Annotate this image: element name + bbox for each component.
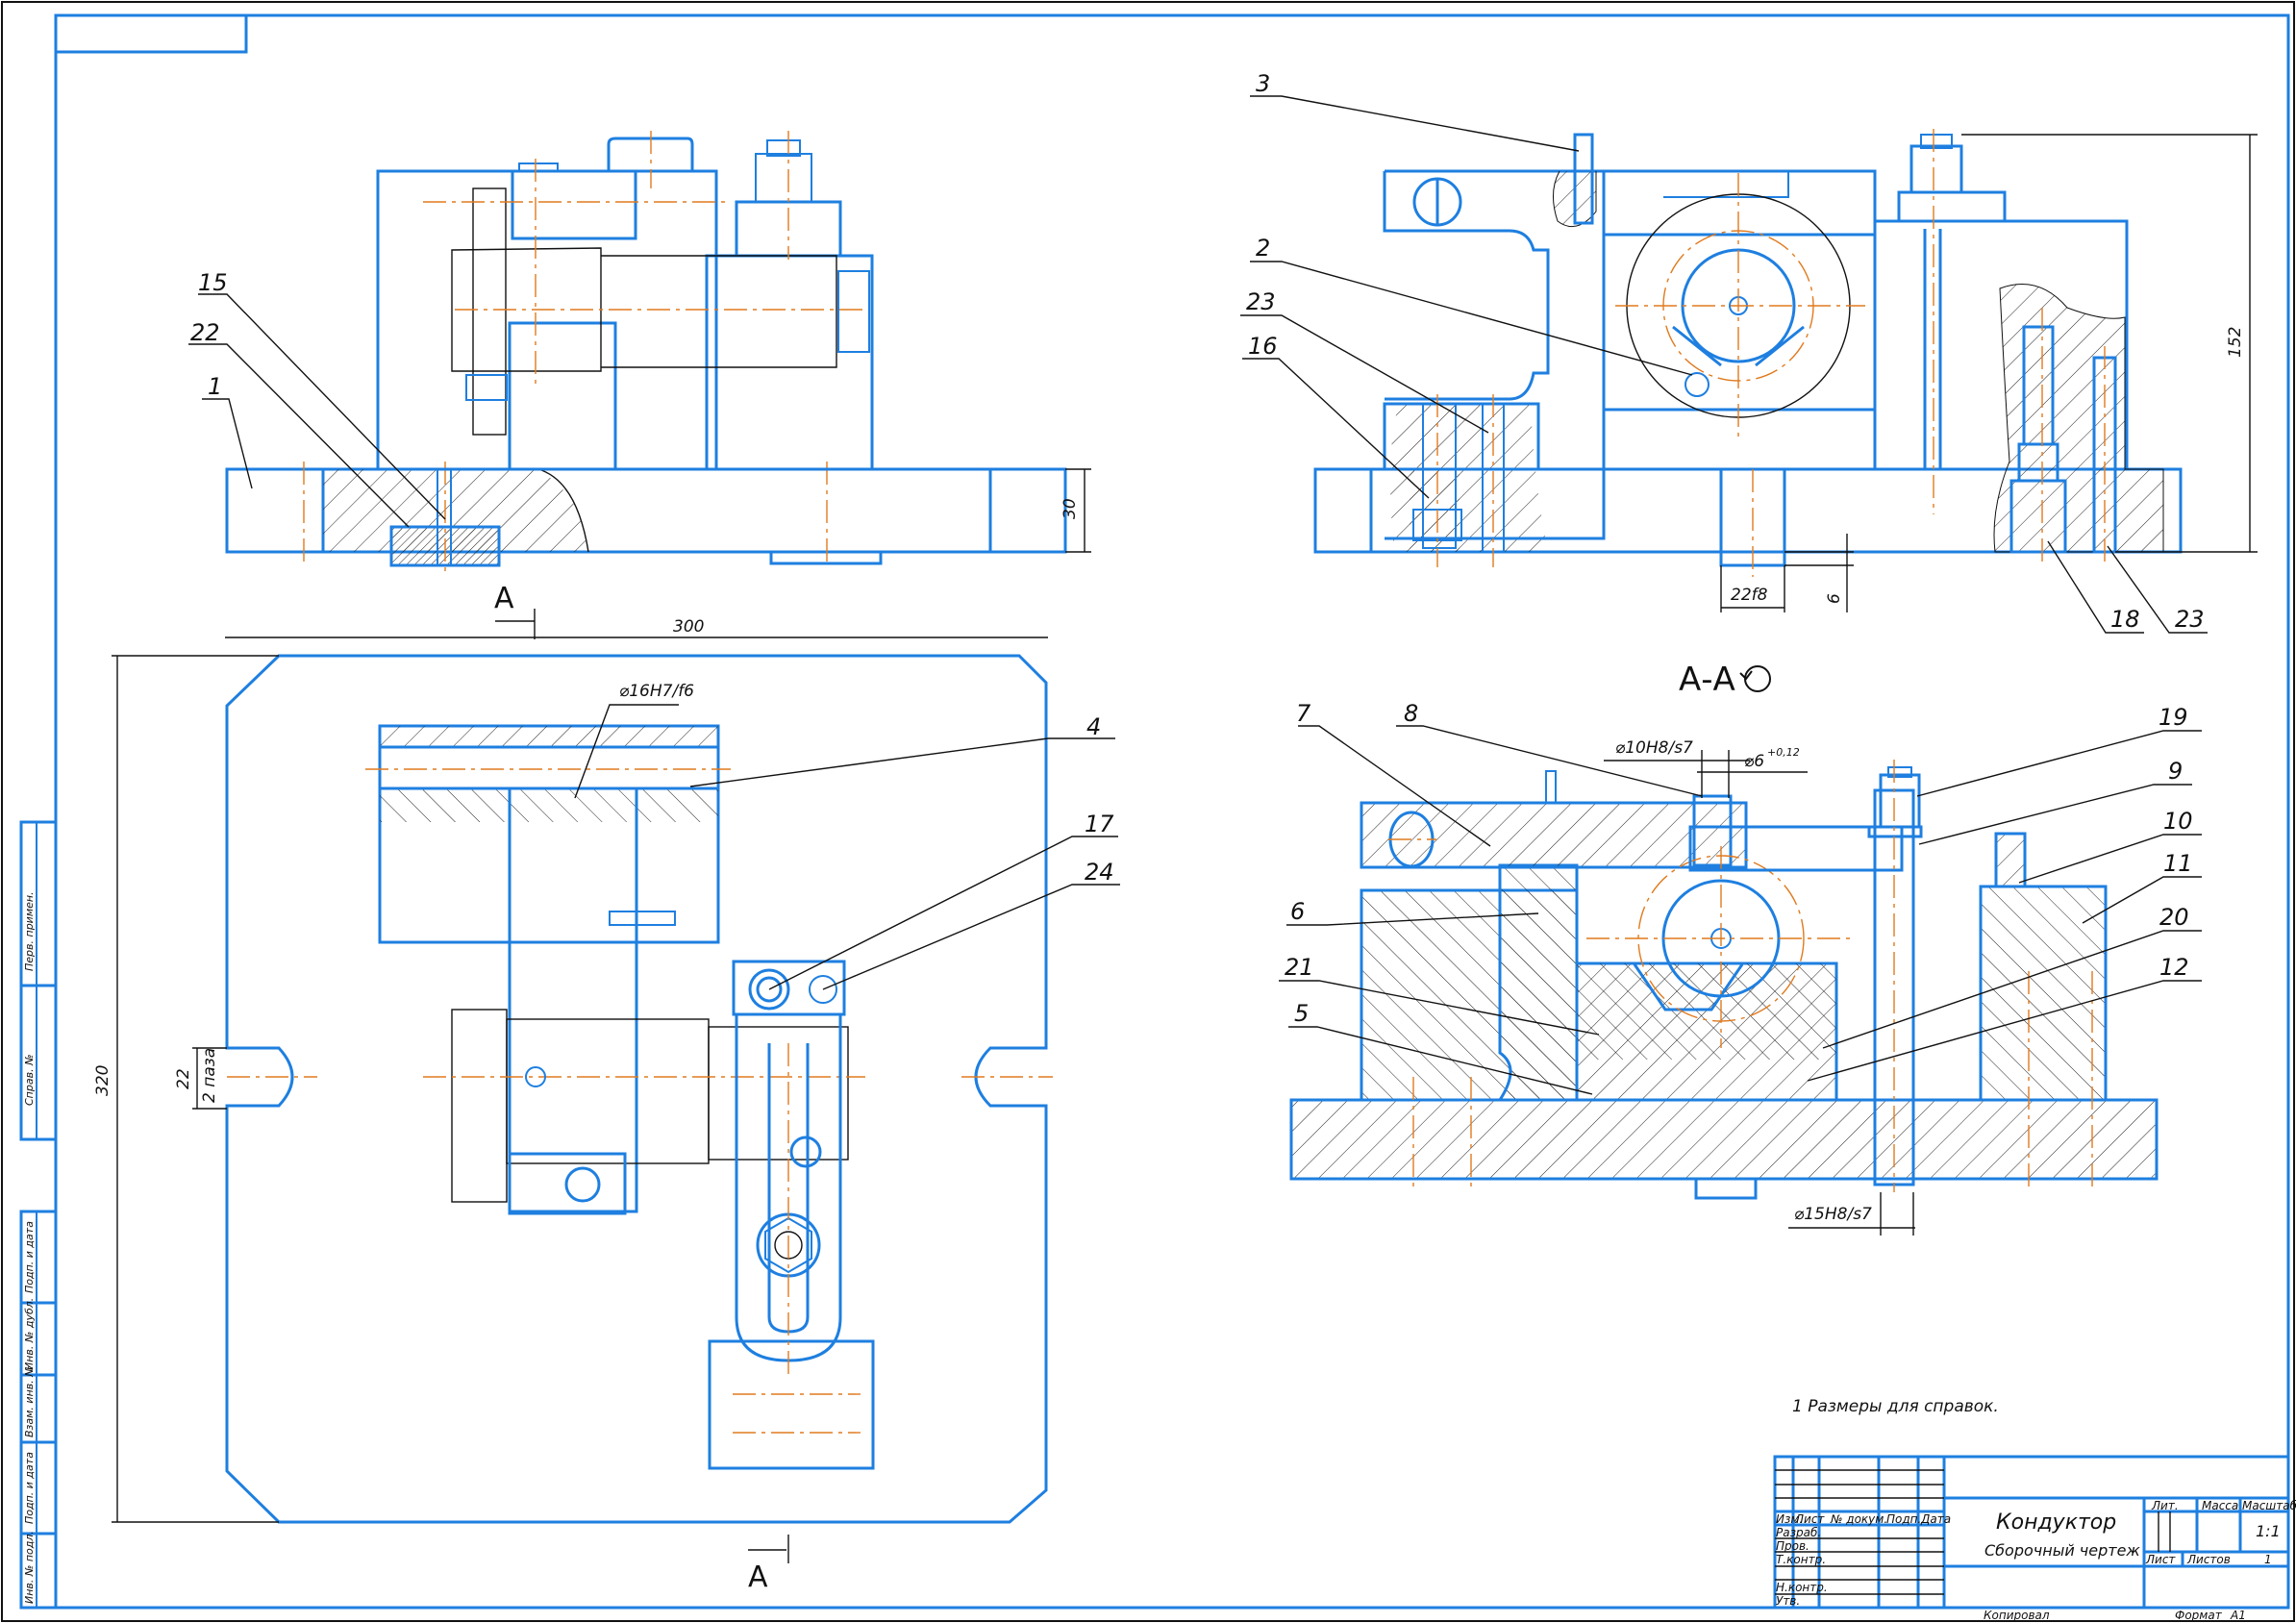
tb-mass-label: Масса xyxy=(2202,1499,2238,1512)
tb-row-nkontr: Н.контр. xyxy=(1776,1581,1828,1594)
label-5: 5 xyxy=(1294,1000,1309,1027)
dim-fit-15: ⌀15H8/s7 xyxy=(1794,1205,1872,1224)
tb-sheet-label: Лист xyxy=(2145,1553,2176,1566)
stamp-sprav-no: Справ. № xyxy=(23,1054,36,1106)
drawing-subtitle: Сборочный чертеж xyxy=(1984,1541,2140,1560)
label-18: 18 xyxy=(2110,606,2140,633)
label-23-left: 23 xyxy=(1246,288,1276,315)
side-stamp: Перв. примен. Справ. № Подп. и дата Инв.… xyxy=(19,820,58,1610)
label-19: 19 xyxy=(2159,704,2188,731)
tb-copied-label: Копировал xyxy=(1984,1609,2050,1622)
label-17: 17 xyxy=(1085,811,1114,837)
tb-header-podp: Подп. xyxy=(1886,1512,1921,1526)
dim-width-300: 300 xyxy=(673,617,704,637)
dim-fit-16: ⌀16H7/f6 xyxy=(619,682,694,701)
dim-bore-6-tol: +0,12 xyxy=(1767,746,1800,759)
technical-note: 1 Размеры для справок. xyxy=(1792,1397,1999,1416)
title-block: Изм. Лист № докум. Подп. Дата Разраб. Пр… xyxy=(1773,1455,2296,1622)
section-marker-a-top: А xyxy=(494,582,514,615)
label-21: 21 xyxy=(1285,954,1314,981)
tb-format-label: Формат xyxy=(2175,1609,2223,1622)
tb-header-data: Дата xyxy=(1920,1512,1951,1526)
tb-scale-value: 1:1 xyxy=(2256,1522,2281,1540)
stamp-inv-dubl: Инв. № дубл. xyxy=(23,1298,36,1370)
label-6: 6 xyxy=(1290,898,1305,925)
label-16: 16 xyxy=(1248,333,1278,360)
dim-slot-22: 22 xyxy=(174,1068,193,1089)
tb-format-value: A1 xyxy=(2230,1609,2246,1622)
stamp-vzam-inv: Взам. инв. № xyxy=(23,1365,36,1437)
stamp-inv-podl: Инв. № подл. xyxy=(23,1531,36,1604)
section-a-a-annotations: ⌀10H8/s7 ⌀6 +0,12 ⌀15H8/s7 7 8 19 9 10 1… xyxy=(1279,700,2202,1236)
label-3: 3 xyxy=(1256,70,1270,97)
stamp-podp-data-2: Подп. и дата xyxy=(23,1452,36,1524)
tb-scale-label: Масштаб xyxy=(2242,1499,2296,1512)
dim-thickness-30: 30 xyxy=(1061,498,1080,519)
section-marker-a-bottom: А xyxy=(748,1561,768,1594)
label-24: 24 xyxy=(1085,859,1114,886)
tb-sheets-value: 1 xyxy=(2264,1553,2272,1566)
stamp-perv-primen: Перв. примен. xyxy=(23,891,36,971)
dim-bore-6: ⌀6 xyxy=(1744,752,1764,771)
plan-view-annotations: 320 22 2 паза ⌀16H7/f6 4 17 24 xyxy=(93,655,1120,1523)
label-1: 1 xyxy=(208,373,222,400)
stamp-podp-data-1: Подп. и дата xyxy=(23,1221,36,1293)
dim-height-152: 152 xyxy=(2226,327,2245,358)
plan-view xyxy=(225,654,1053,1524)
label-22: 22 xyxy=(190,319,220,346)
dim-fit-10: ⌀10H8/s7 xyxy=(1615,738,1693,758)
label-15: 15 xyxy=(198,269,228,296)
label-20: 20 xyxy=(2159,904,2189,931)
side-view-annotations: 152 22f8 6 3 2 23 16 18 23 xyxy=(1240,70,2258,634)
front-view xyxy=(225,131,1067,573)
dim-key-22f8: 22f8 xyxy=(1731,586,1768,605)
dim-key-6: 6 xyxy=(1825,593,1844,604)
label-9: 9 xyxy=(2168,758,2183,785)
top-left-stamp-box xyxy=(54,13,248,54)
dim-height-320: 320 xyxy=(93,1065,112,1096)
tb-row-tkontr: Т.контр. xyxy=(1776,1553,1826,1566)
label-11: 11 xyxy=(2163,850,2193,877)
label-12: 12 xyxy=(2159,954,2189,981)
tb-row-prov: Пров. xyxy=(1776,1539,1809,1553)
label-23-right: 23 xyxy=(2175,606,2205,633)
dim-slot-note: 2 паза xyxy=(200,1048,219,1103)
drawing-title: Кондуктор xyxy=(1996,1511,2116,1535)
tb-lit-label: Лит. xyxy=(2151,1499,2179,1512)
label-2: 2 xyxy=(1256,235,1270,262)
drawing-frame xyxy=(54,13,2290,1610)
tb-header-dokum: № докум. xyxy=(1830,1512,1887,1526)
tb-header-izm: Изм. xyxy=(1776,1512,1803,1526)
section-title: А-А xyxy=(1679,661,1735,699)
tb-row-utv: Утв. xyxy=(1776,1594,1800,1608)
front-view-annotations: 30 300 15 22 1 А А xyxy=(188,269,1091,1594)
tb-row-razrab: Разраб. xyxy=(1776,1526,1821,1539)
label-10: 10 xyxy=(2163,808,2193,835)
label-7: 7 xyxy=(1296,700,1311,727)
tb-sheets-label: Листов xyxy=(2186,1553,2231,1566)
tb-header-list: Лист xyxy=(1794,1512,1825,1526)
section-a-a: А-А xyxy=(1289,661,2159,1200)
label-4: 4 xyxy=(1086,713,1101,740)
side-view xyxy=(1313,129,2183,577)
label-8: 8 xyxy=(1404,700,1418,727)
